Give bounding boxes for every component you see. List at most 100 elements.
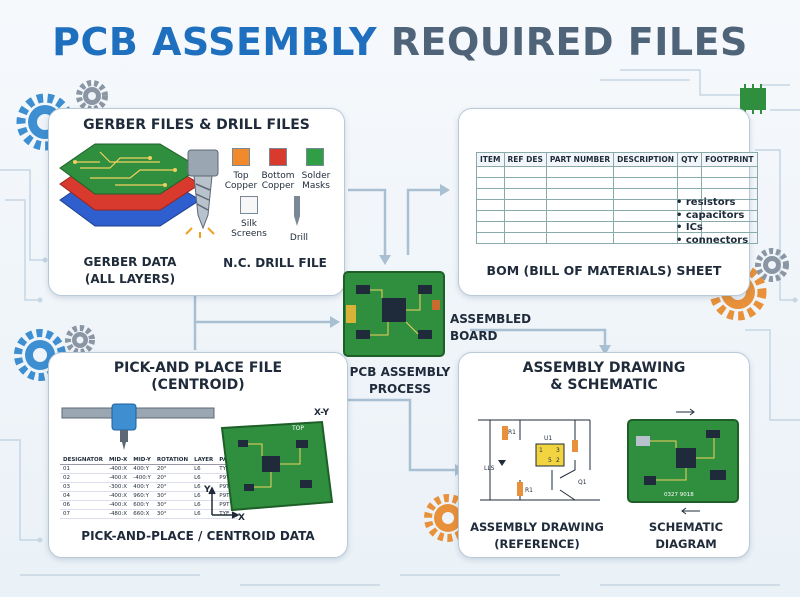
bom-header-part-number: PART NUMBER: [545, 152, 615, 167]
table-row: [476, 232, 758, 244]
table-cell: 02: [60, 473, 106, 483]
schematic-caption-line-2: DIAGRAM: [655, 537, 717, 551]
table-cell: P9T: [216, 473, 238, 483]
gear-icon: [76, 80, 108, 112]
schematic-caption: SCHEMATIC DIAGRAM: [626, 519, 746, 553]
table-cell: 20°: [153, 473, 192, 483]
pnp-table: DESIGNATOR MID-X MID-Y ROTATION LAYER PA…: [60, 456, 238, 519]
table-cell: [476, 232, 505, 244]
table-cell: P9T: [216, 482, 238, 492]
table-cell: [503, 199, 547, 211]
table-cell: [476, 199, 505, 211]
layer-label-solder-masks-line-1: Solder: [301, 171, 331, 181]
table-row: [476, 166, 758, 178]
center-process-label-line-2: PROCESS: [369, 382, 431, 396]
table-cell: L6: [191, 482, 217, 492]
bom-table: ITEM REF DES PART NUMBER DESCRIPTION QTY…: [476, 152, 758, 244]
table-cell: 400:Y: [130, 482, 154, 492]
bom-table-body: [476, 166, 758, 244]
table-cell: 20°: [153, 464, 192, 474]
bom-header-qty: QTY: [677, 152, 703, 167]
layer-label-top-copper-line-2: Copper: [224, 181, 258, 191]
table-cell: 660:X: [130, 509, 154, 519]
table-cell: [613, 188, 679, 200]
table-row: [476, 177, 758, 189]
layer-label-bottom-copper-line-2: Copper: [261, 181, 295, 191]
pnp-header-part: PART: [216, 456, 238, 465]
pnp-header-layer: LAYER: [191, 456, 217, 465]
table-cell: 20°: [153, 482, 192, 492]
gerber-data-caption-line-2: (ALL LAYERS): [84, 272, 176, 286]
table-cell: 600:Y: [130, 500, 154, 510]
pnp-header-mid-x: MID-X: [105, 456, 131, 465]
table-cell: [503, 177, 547, 189]
table-cell: [503, 232, 547, 244]
bom-header-ref-des: REF DES: [503, 152, 547, 167]
list-item: • connectors: [676, 234, 749, 246]
table-row: [476, 221, 758, 233]
table-cell: -400:X: [105, 473, 131, 483]
assembled-board-label-line-1: ASSEMBLED: [450, 312, 532, 326]
drill-file-caption: N.C. DRILL FILE: [223, 256, 327, 270]
table-cell: 960:Y: [130, 491, 154, 501]
layer-label-solder-masks-line-2: Masks: [302, 181, 330, 191]
table-cell: 30°: [153, 500, 192, 510]
table-cell: [476, 188, 505, 200]
assembly-title: ASSEMBLY DRAWING & SCHEMATIC: [458, 360, 750, 394]
table-cell: [677, 166, 703, 178]
table-cell: [677, 177, 703, 189]
table-cell: -400:Y: [130, 473, 154, 483]
assembled-board-label: ASSEMBLED BOARD: [450, 311, 560, 345]
table-cell: TYP: [216, 464, 238, 474]
table-cell: 01: [60, 464, 106, 474]
list-item: • ICs: [676, 222, 703, 233]
table-cell: [613, 166, 679, 178]
table-cell: [613, 199, 679, 211]
component-list: • resistors • capacitors • ICs • connect…: [676, 197, 748, 247]
layer-swatch-bottom-copper: [269, 148, 287, 166]
layer-label-silk-screens-line-1: Silk: [241, 219, 257, 229]
layer-label-silk-screens-line-2: Screens: [231, 229, 267, 239]
table-cell: TYE: [216, 509, 238, 519]
pnp-header-rotation: ROTATION: [153, 456, 192, 465]
table-cell: P9T: [216, 500, 238, 510]
layer-label-bottom-copper-line-1: Bottom: [261, 171, 295, 181]
title-part-1: PCB ASSEMBLY: [52, 20, 378, 64]
pnp-title: PICK-AND PLACE FILE (CENTROID): [48, 360, 348, 394]
chip-icon: [740, 84, 766, 114]
table-cell: [503, 188, 547, 200]
schematic-caption-line-1: SCHEMATIC: [648, 520, 724, 534]
table-cell: L6: [191, 509, 217, 519]
table-cell: 30°: [153, 509, 192, 519]
assembly-drawing-caption-line-2: (REFERENCE): [494, 537, 580, 551]
table-cell: [613, 210, 679, 222]
table-cell: [476, 221, 505, 233]
pnp-header-row: DESIGNATOR MID-X MID-Y ROTATION LAYER PA…: [60, 456, 238, 465]
table-cell: 03: [60, 482, 106, 492]
assembly-title-line-2: & SCHEMATIC: [550, 377, 658, 393]
table-cell: [701, 177, 758, 189]
table-cell: [476, 210, 505, 222]
title-part-2: REQUIRED FILES: [390, 20, 748, 64]
table-cell: [545, 166, 615, 178]
assembly-drawing-caption-line-1: ASSEMBLY DRAWING: [470, 520, 604, 534]
gear-icon: [755, 248, 789, 282]
table-cell: [613, 221, 679, 233]
bom-header-row: ITEM REF DES PART NUMBER DESCRIPTION QTY…: [476, 152, 758, 167]
page-title: PCB ASSEMBLY REQUIRED FILES: [0, 20, 800, 64]
table-cell: 07: [60, 509, 106, 519]
table-cell: [545, 210, 615, 222]
gerber-data-caption: GERBER DATA (ALL LAYERS): [70, 254, 190, 288]
table-cell: L6: [191, 473, 217, 483]
table-cell: 30°: [153, 491, 192, 501]
table-cell: P9T: [216, 491, 238, 501]
